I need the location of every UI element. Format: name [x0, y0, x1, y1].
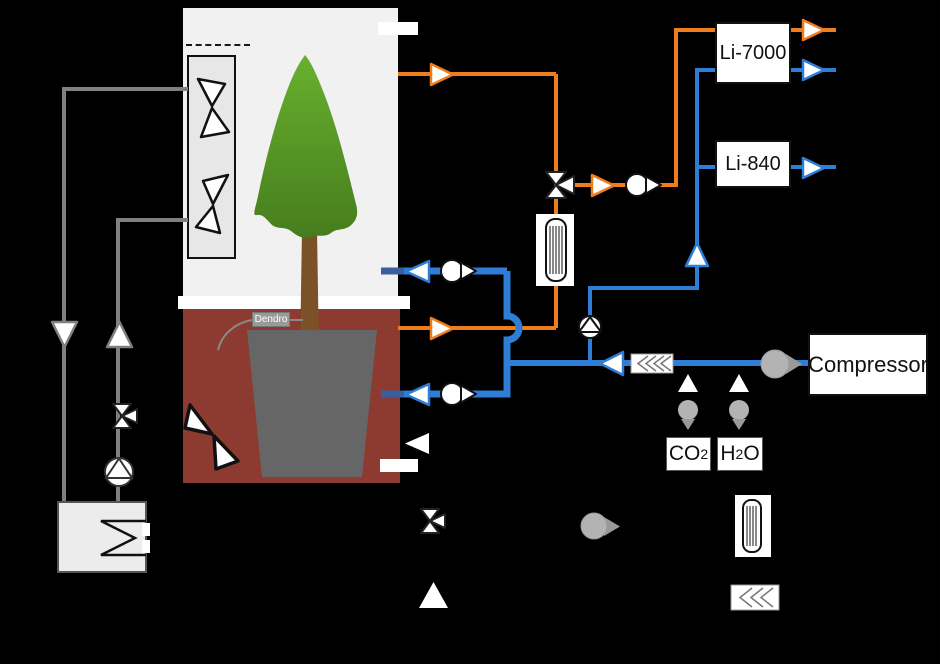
cooling-lines: [62, 87, 188, 513]
fan-blade-icon: [194, 204, 222, 235]
pipe-bridge: [503, 271, 523, 366]
legend-scrubber-icon: [730, 584, 780, 611]
soil-fan-icon: [183, 403, 240, 471]
dendrometer-label: Dendro: [252, 312, 290, 327]
tree-canopy: [254, 55, 358, 239]
fan-blade-icon: [201, 173, 230, 206]
analyzer-li840-box: Li-840: [715, 140, 791, 188]
check-valve-up-icon: [678, 374, 698, 392]
cooling-pump-icon: [104, 456, 134, 487]
flow-arrow-left-icon: [404, 382, 431, 407]
legend-check-valve-icon: [419, 582, 448, 608]
flow-arrow-right-icon: [801, 156, 826, 180]
h2o-label: H: [720, 442, 736, 465]
flow-arrow-down-icon: [50, 320, 79, 349]
cooling-three-way-valve-icon: [112, 403, 138, 429]
analyzer-li7000-box: Li-7000: [715, 22, 791, 84]
check-valve-up-icon: [684, 241, 710, 268]
check-valve-left-icon: [598, 350, 625, 377]
wall-feedthrough: [381, 267, 404, 398]
orange-flow-arrows: [429, 18, 826, 341]
co2-label: CO: [668, 442, 701, 465]
tree: [254, 55, 358, 352]
flow-arrow-right-icon: [801, 58, 826, 82]
compressor-box: Compressor: [808, 333, 928, 396]
flow-arrow-right-icon: [801, 18, 826, 42]
legend-pump-icon: [580, 512, 620, 540]
metering-valve-icon: [678, 400, 698, 420]
pump-icon: [440, 382, 464, 406]
fan-blade-icon: [199, 106, 231, 139]
scrubber: [630, 353, 674, 374]
flow-meter: [536, 214, 574, 286]
circulation-fans: [183, 77, 240, 471]
injection-branches: [678, 374, 749, 430]
soil-chamber-vent-arrow-icon: [405, 433, 429, 454]
check-valve-up-icon: [729, 374, 749, 392]
three-way-valve-icon: [545, 171, 575, 199]
metering-valve-icon: [729, 400, 749, 420]
legend-three-way-valve-icon: [420, 508, 446, 534]
heating-coil-icon: [100, 519, 146, 557]
fan-blade-icon: [196, 77, 227, 108]
flow-arrow-right-icon: [429, 62, 455, 87]
dendrometer-wire: [217, 319, 303, 351]
legend: [419, 495, 780, 611]
chamber-base-plate: [178, 296, 410, 309]
membrane-pumps: [440, 173, 662, 406]
flow-arrow-right-icon: [429, 316, 455, 341]
flow-arrow-left-icon: [404, 259, 431, 284]
supply-lines-blue: [381, 68, 836, 398]
water-level-dashed-line: [186, 44, 250, 46]
heat-exchanger: [57, 501, 150, 573]
legend-flow-meter-icon: [735, 495, 771, 557]
flow-arrow-up-icon: [105, 320, 134, 349]
soil-chamber-port-tab: [380, 459, 418, 472]
tree-trunk: [300, 230, 319, 352]
plant-pot: [247, 330, 377, 477]
cooling-flow-arrows: [50, 320, 134, 349]
pump-icon: [625, 173, 649, 197]
chamber-top-port-tab: [378, 22, 418, 35]
blue-flow-arrows: [404, 58, 826, 407]
compressor-pump-icon: [760, 349, 802, 379]
h2o-label-end: O: [743, 442, 760, 465]
flow-arrow-right-icon: [590, 173, 616, 198]
pump-icon: [440, 259, 464, 283]
